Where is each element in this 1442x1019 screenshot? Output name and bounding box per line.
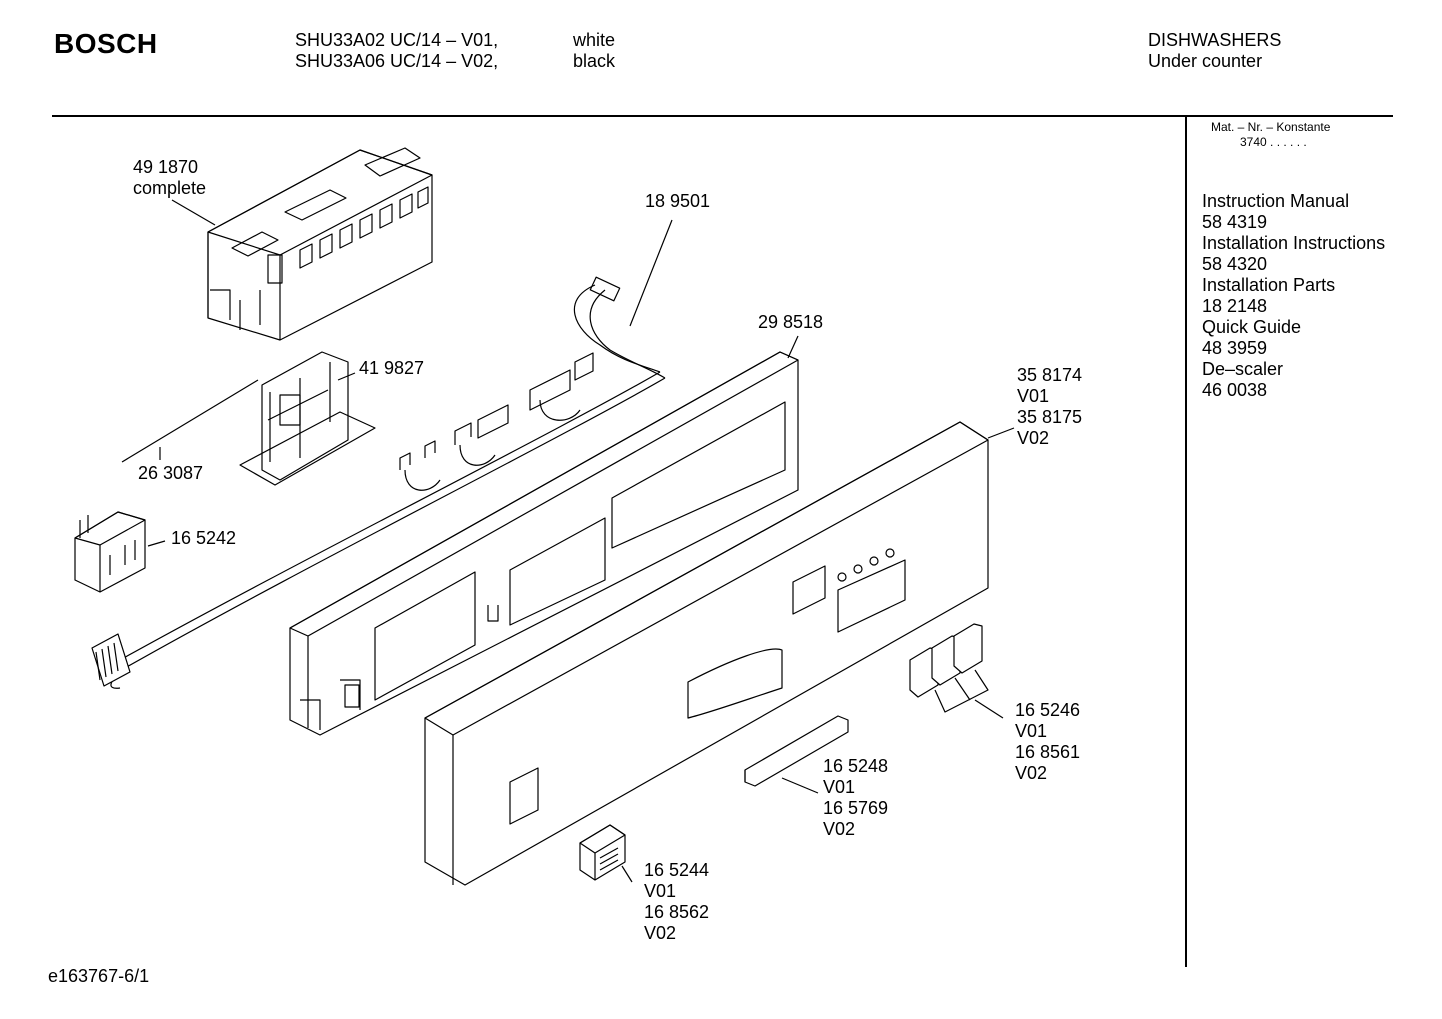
leader-165242 [147,540,166,547]
part-label-263087: 26 3087 [138,463,203,484]
part-label-165242: 16 5242 [171,528,236,549]
doc-title: Quick Guide [1202,317,1302,337]
color-line: black [573,51,616,71]
part-variant: V01 [644,881,677,901]
leader-491870 [171,199,216,226]
part-label-491870: 49 1870 complete [133,157,206,199]
leader-419827 [337,372,356,381]
leader-bracket-165246 [934,669,989,713]
leader-165248 [781,777,819,794]
button-set-part [909,623,983,698]
diagram-code: e163767-6/1 [48,966,150,986]
part-variant: V02 [1017,428,1050,448]
switch-part [74,511,146,593]
doc-title: De–scaler [1202,359,1284,379]
bracket-part [239,351,376,486]
front-frame-part [289,351,799,736]
part-number: 29 8518 [758,312,824,332]
model-line: SHU33A02 UC/14 – V01, [295,30,499,50]
wire-part [121,379,259,463]
part-number: 26 3087 [138,463,204,483]
part-label-165248: 16 5248 V01 16 5769 V02 [823,756,888,840]
strip-part [744,715,849,787]
part-label-298518: 29 8518 [758,312,823,333]
leader-165244 [621,865,633,883]
part-variant: V02 [1015,763,1048,783]
doc-number: 58 4320 [1202,254,1268,274]
part-number: 16 5244 [644,860,710,880]
part-variant: V02 [823,819,856,839]
model-line: SHU33A06 UC/14 – V02, [295,51,499,71]
part-number: 16 5242 [171,528,237,548]
knob-part [579,824,626,881]
part-number: 16 5248 [823,756,889,776]
brand-logo: BOSCH [54,28,158,59]
color-list: white black [573,30,615,72]
part-variant: V01 [823,777,856,797]
part-label-165244: 16 5244 V01 16 8562 V02 [644,860,709,944]
part-number: 49 1870 [133,157,199,177]
category-block: DISHWASHERS Under counter [1148,30,1281,72]
part-label-189501: 18 9501 [645,191,710,212]
doc-number: 18 2148 [1202,296,1268,316]
category-subtitle: Under counter [1148,51,1263,71]
front-panel-part [424,421,989,886]
model-list: SHU33A02 UC/14 – V01, SHU33A06 UC/14 – V… [295,30,498,72]
mat-label: Mat. – Nr. – Konstante [1211,120,1331,134]
leader-358174 [987,427,1015,439]
part-variant: V01 [1017,386,1050,406]
part-number: 16 5769 [823,798,889,818]
doc-number: 46 0038 [1202,380,1268,400]
color-line: white [573,30,616,50]
doc-title: Installation Parts [1202,275,1336,295]
part-number: 35 8174 [1017,365,1083,385]
part-number: 18 9501 [645,191,711,211]
leader-189501 [629,219,673,327]
part-number: 41 9827 [359,358,425,378]
category-title: DISHWASHERS [1148,30,1282,50]
part-label-165246: 16 5246 V01 16 8561 V02 [1015,700,1080,784]
wire-harness-part [91,276,666,689]
part-variant: V01 [1015,721,1048,741]
doc-number: 48 3959 [1202,338,1268,358]
part-number: 16 8562 [644,902,710,922]
part-number: 16 8561 [1015,742,1081,762]
part-label-419827: 41 9827 [359,358,424,379]
leader-165246 [974,699,1004,719]
doc-title: Installation Instructions [1202,233,1386,253]
document-list: Instruction Manual 58 4319 Installation … [1202,191,1385,401]
leader-298518 [787,335,799,359]
doc-number: 58 4319 [1202,212,1268,232]
part-variant: V02 [644,923,677,943]
part-note: complete [133,178,207,198]
leader-bracket-165246 [954,677,971,701]
control-module-part [207,147,433,341]
mat-value: 3740 . . . . . . [1240,135,1307,149]
part-label-358174: 35 8174 V01 35 8175 V02 [1017,365,1082,449]
part-number: 16 5246 [1015,700,1081,720]
doc-title: Instruction Manual [1202,191,1350,211]
part-number: 35 8175 [1017,407,1083,427]
